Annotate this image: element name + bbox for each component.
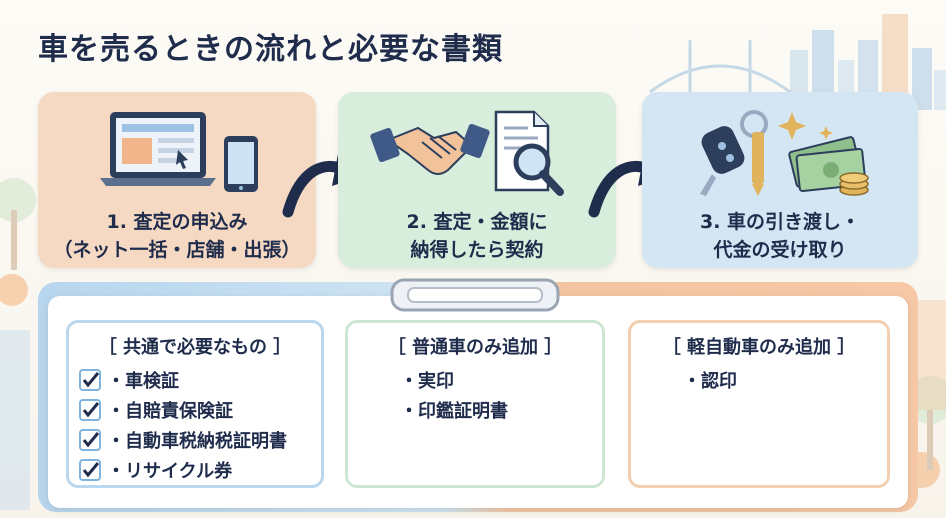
page-title: 車を売るときの流れと必要な書類 bbox=[38, 32, 503, 67]
regular-car-documents-list: ・実印 ・印鑑証明書 bbox=[348, 365, 602, 425]
panel-regular-car-documents: ［ 普通車のみ追加 ］ ・実印 ・印鑑証明書 bbox=[345, 320, 605, 488]
step-3-card: 3. 車の引き渡し・ 代金の受け取り bbox=[642, 92, 918, 268]
list-item-label: ・認印 bbox=[683, 371, 737, 392]
list-item-label: ・リサイクル券 bbox=[107, 461, 233, 482]
step-2-line-1: 2. 査定・金額に bbox=[406, 211, 548, 233]
checkbox-checked-icon bbox=[79, 399, 101, 421]
panel-kei-header: ［ 軽自動車のみ追加 ］ bbox=[662, 337, 856, 358]
kei-car-documents-list: ・認印 bbox=[631, 365, 887, 395]
step-1-line-1: 1. 査定の申込み bbox=[106, 211, 248, 233]
building-icon bbox=[0, 300, 946, 510]
list-item: ・認印 bbox=[631, 365, 887, 395]
list-item: ・自動車税納税証明書 bbox=[69, 425, 321, 455]
step-2-card: 2. 査定・金額に 納得したら契約 bbox=[338, 92, 616, 268]
step-3-label: 3. 車の引き渡し・ 代金の受け取り bbox=[642, 208, 918, 264]
step-3-line-2: 代金の受け取り bbox=[713, 239, 847, 261]
panel-regular-header: ［ 普通車のみ追加 ］ bbox=[387, 337, 563, 358]
common-documents-list: ・車検証 ・自賠責保険証 ・自動車税納税証明書 ・リサイクル券 bbox=[69, 365, 321, 485]
smartphone-icon bbox=[224, 136, 258, 192]
handshake-icon bbox=[370, 123, 490, 175]
checkbox-checked-icon bbox=[79, 369, 101, 391]
step-1-label: 1. 査定の申込み （ネット一括・店舗・出張） bbox=[38, 208, 316, 264]
step-3-line-1: 3. 車の引き渡し・ bbox=[699, 211, 861, 233]
step-2-line-2: 納得したら契約 bbox=[410, 239, 544, 261]
list-item-label: ・実印 bbox=[400, 371, 454, 392]
laptop-icon bbox=[100, 112, 216, 186]
step-1-illustration bbox=[100, 112, 258, 192]
list-item-label: ・車検証 bbox=[107, 371, 179, 392]
step-2-label: 2. 査定・金額に 納得したら契約 bbox=[338, 208, 616, 264]
car-keys-icon bbox=[700, 110, 768, 196]
panel-common-documents: ［ 共通で必要なもの ］ ・車検証 ・自賠責保険証 ・自動車税納税証明書 ・リサ… bbox=[66, 320, 324, 488]
list-item: ・車検証 bbox=[69, 365, 321, 395]
panel-common-header: ［ 共通で必要なもの ］ bbox=[98, 337, 292, 358]
sparkle-icon bbox=[778, 112, 833, 140]
clipboard-clip-icon bbox=[390, 278, 560, 312]
list-item: ・実印 bbox=[348, 365, 602, 395]
list-item: ・リサイクル券 bbox=[69, 455, 321, 485]
checkbox-checked-icon bbox=[79, 429, 101, 451]
step-3-illustration bbox=[700, 110, 869, 196]
panel-kei-car-documents: ［ 軽自動車のみ追加 ］ ・認印 bbox=[628, 320, 890, 488]
list-item: ・自賠責保険証 bbox=[69, 395, 321, 425]
bridge-icon bbox=[649, 40, 791, 94]
list-item-label: ・自賠責保険証 bbox=[107, 401, 233, 422]
money-icon bbox=[788, 136, 869, 196]
list-item-label: ・自動車税納税証明書 bbox=[107, 431, 287, 452]
document-search-icon bbox=[494, 110, 564, 196]
checkbox-checked-icon bbox=[79, 459, 101, 481]
step-1-line-2: （ネット一括・店舗・出張） bbox=[53, 239, 301, 261]
step-2-illustration bbox=[370, 110, 564, 196]
step-1-card: 1. 査定の申込み （ネット一括・店舗・出張） bbox=[38, 92, 316, 268]
list-item: ・印鑑証明書 bbox=[348, 395, 602, 425]
list-item-label: ・印鑑証明書 bbox=[400, 401, 508, 422]
